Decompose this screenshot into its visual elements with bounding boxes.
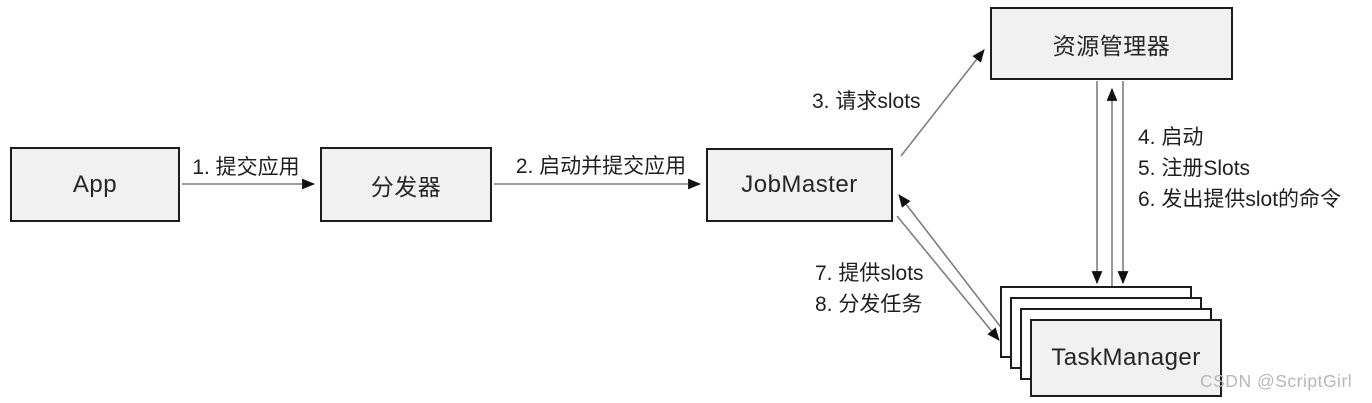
node-taskmanager-label: TaskManager xyxy=(1051,344,1201,371)
node-app: App xyxy=(10,147,180,222)
node-taskmanager: TaskManager xyxy=(1030,319,1222,397)
label-step-1: 1. 提交应用 xyxy=(192,156,300,179)
label-steps-4-5-6: 4. 启动 5. 注册Slots 6. 发出提供slot的命令 xyxy=(1138,122,1341,215)
node-dispatcher-label: 分发器 xyxy=(370,173,442,200)
node-resource-manager: 资源管理器 xyxy=(990,7,1233,80)
label-step-2: 2. 启动并提交应用 xyxy=(515,155,687,178)
arrow-offer-slots xyxy=(898,194,1004,331)
label-step-3: 3. 请求slots xyxy=(812,90,921,113)
arrow-dispatch-tasks xyxy=(896,215,1000,341)
label-step-6: 6. 发出提供slot的命令 xyxy=(1138,188,1342,211)
node-app-label: App xyxy=(72,170,118,198)
csdn-watermark: CSDN @ScriptGirl xyxy=(1200,371,1353,391)
node-jobmaster-label: JobMaster xyxy=(741,171,858,198)
node-resource-manager-label: 资源管理器 xyxy=(1052,32,1171,59)
label-step-7: 7. 提供slots xyxy=(815,262,924,285)
label-step-5: 5. 注册Slots xyxy=(1138,157,1251,180)
arrow-request-slots xyxy=(900,49,985,157)
label-step-8: 8. 分发任务 xyxy=(815,293,923,316)
label-steps-7-8: 7. 提供slots 8. 分发任务 xyxy=(815,258,924,320)
node-jobmaster: JobMaster xyxy=(706,148,893,222)
label-step-4: 4. 启动 xyxy=(1138,126,1204,149)
node-dispatcher: 分发器 xyxy=(320,147,492,222)
